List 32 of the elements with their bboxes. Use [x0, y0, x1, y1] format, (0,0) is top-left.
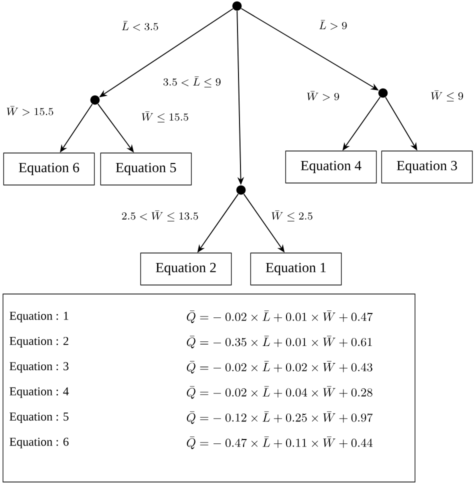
edge-label: $\bar{W} > 15.5$ — [4, 104, 56, 118]
equation-box: Equation 1 — [250, 252, 342, 286]
equation-name: Equation : 3 — [10, 362, 68, 373]
branch-point — [236, 185, 246, 195]
edge-label: $3.5 < \bar{L} \leq 9$ — [162, 75, 222, 89]
edge-label: $\bar{L} < 3.5$ — [120, 20, 160, 32]
branch-point — [232, 1, 242, 11]
equation-formula: $\bar{Q} = \mathrm{-}\ 0.47 \times \bar{L} + 0.11 \times \bar{W} + 0.44$ — [186, 436, 372, 450]
equation-box: Equation 5 — [100, 152, 192, 186]
equation-box: Equation 4 — [285, 150, 377, 184]
branch-point — [378, 88, 388, 98]
equation-formula: $\bar{Q} = \mathrm{-}\ 0.02 \times \bar{L} + 0.02 \times \bar{W} + 0.43$ — [186, 361, 372, 374]
edge-label: $\bar{L} > 9$ — [317, 18, 349, 32]
equation-formula: $\bar{Q} = \mathrm{-}\ 0.02 \times \bar{L} + 0.04 \times \bar{W} + 0.28$ — [186, 386, 372, 399]
equation-formula: $\bar{Q} = \mathrm{-}\ 0.02 \times \bar{L} + 0.01 \times \bar{W} + 0.47$ — [186, 310, 373, 324]
equation-formula: $\bar{Q} = \mathrm{-}\ 0.12 \times \bar{L} + 0.25 \times \bar{W} + 0.97$ — [186, 411, 373, 424]
equation-box: Equation 2 — [140, 252, 232, 286]
branch-point — [90, 95, 100, 105]
equation-name: Equation : 6 — [10, 438, 69, 448]
equation-table — [2, 294, 416, 482]
edge-label: $2.5 < \bar{W} \leq 13.5$ — [120, 209, 200, 223]
equation-name: Equation : 1 — [10, 312, 68, 322]
edge-label: $\bar{W} \leq 15.5$ — [140, 110, 190, 124]
equation-box: Equation 6 — [3, 152, 95, 186]
equation-formula: $\bar{Q} = \mathrm{-}\ 0.35 \times \bar{L} + 0.01 \times \bar{W} + 0.61$ — [186, 336, 372, 348]
edge-label: $\bar{W} \leq 9$ — [429, 89, 465, 103]
edge-label: $\bar{W} \leq 2.5$ — [270, 209, 314, 223]
edge-label: $\bar{W} > 9$ — [305, 90, 341, 102]
equation-name: Equation : 4 — [10, 387, 69, 398]
equation-name: Equation : 5 — [10, 412, 68, 424]
equation-name: Equation : 2 — [10, 336, 68, 348]
equation-box: Equation 3 — [381, 150, 473, 184]
